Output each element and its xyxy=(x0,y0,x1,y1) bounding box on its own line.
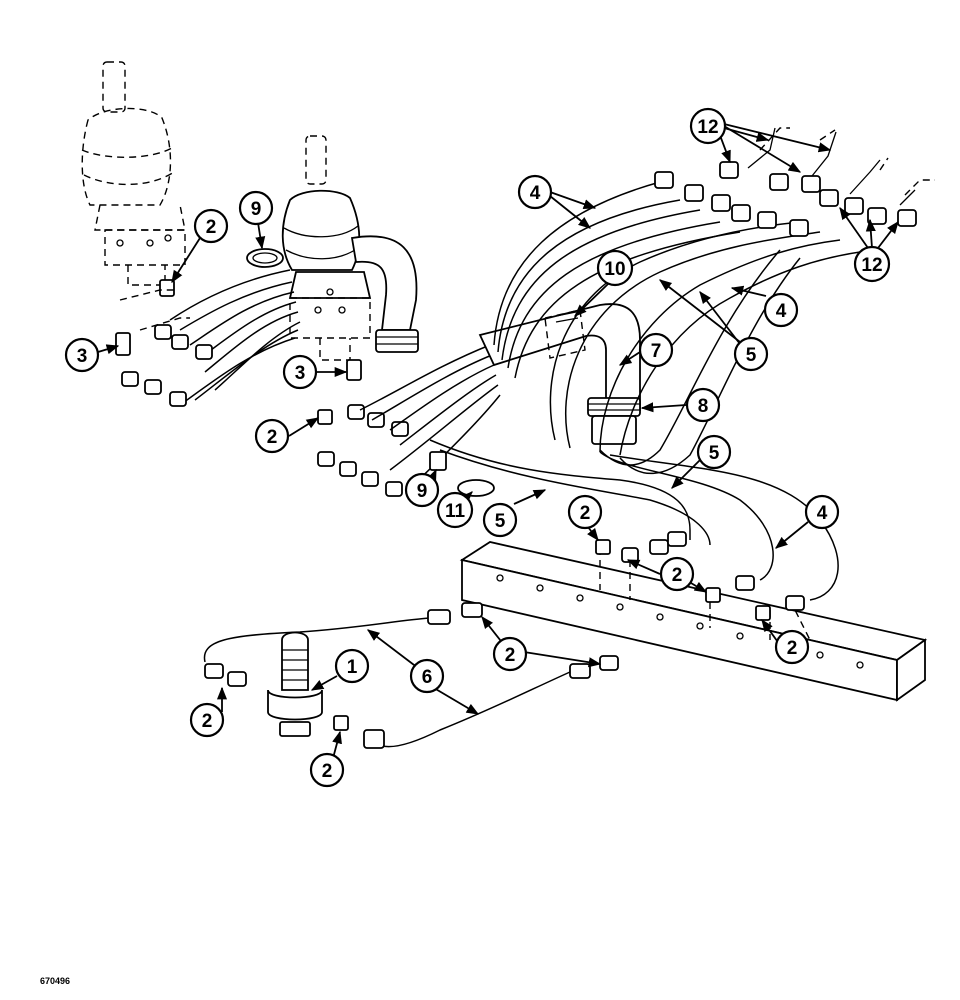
callout-3-center: 3 xyxy=(282,354,318,390)
callout-5-right: 5 xyxy=(696,434,732,470)
callout-12-upper: 12 xyxy=(689,107,727,145)
drawing-id-label: 670496 xyxy=(40,976,71,986)
svg-text:3: 3 xyxy=(295,363,306,384)
svg-text:7: 7 xyxy=(651,341,662,362)
center-joystick-control-valve xyxy=(281,135,419,361)
svg-text:4: 4 xyxy=(776,301,787,322)
left-valve-fittings xyxy=(115,279,213,407)
foot-valve-and-hoses xyxy=(203,602,619,749)
callout-7: 7 xyxy=(638,332,674,368)
callout-9-upper: 9 xyxy=(238,190,274,226)
svg-text:2: 2 xyxy=(322,761,333,782)
svg-text:1: 1 xyxy=(347,657,358,678)
callout-4-upper: 4 xyxy=(517,174,553,210)
callout-11: 11 xyxy=(436,491,474,529)
callout-5-upper: 5 xyxy=(733,336,769,372)
svg-text:2: 2 xyxy=(206,217,217,238)
center-valve-fittings xyxy=(317,359,409,497)
svg-text:6: 6 xyxy=(422,667,433,688)
svg-text:4: 4 xyxy=(817,503,828,524)
svg-text:9: 9 xyxy=(251,199,262,220)
svg-text:12: 12 xyxy=(861,255,882,276)
callout-6: 6 xyxy=(409,658,445,694)
svg-text:2: 2 xyxy=(202,711,213,732)
callout-1: 1 xyxy=(334,648,370,684)
callout-4-right: 4 xyxy=(763,292,799,328)
upper-right-fittings xyxy=(654,127,935,237)
callout-2-lower-left: 2 xyxy=(189,702,225,738)
svg-text:2: 2 xyxy=(505,645,516,666)
callout-10: 10 xyxy=(596,249,634,287)
svg-text:10: 10 xyxy=(604,259,625,280)
manifold-block xyxy=(459,541,928,702)
svg-text:2: 2 xyxy=(267,427,278,448)
leader-lines xyxy=(97,123,899,763)
svg-text:5: 5 xyxy=(495,511,506,532)
callout-2-center-left: 2 xyxy=(254,418,290,454)
callout-2-manifold-top: 2 xyxy=(567,494,603,530)
svg-text:11: 11 xyxy=(445,501,466,522)
left-hose-bundle xyxy=(169,248,301,406)
svg-text:4: 4 xyxy=(530,183,541,204)
callout-5-lower: 5 xyxy=(482,502,518,538)
left-joystick-control-valve xyxy=(81,61,186,286)
callout-2-bottom: 2 xyxy=(309,752,345,788)
svg-text:9: 9 xyxy=(417,481,428,502)
callout-8: 8 xyxy=(685,387,721,423)
svg-text:2: 2 xyxy=(787,638,798,659)
svg-text:12: 12 xyxy=(697,117,718,138)
svg-text:5: 5 xyxy=(709,443,720,464)
upper-right-hoses xyxy=(493,181,861,475)
callout-2-lower-center: 2 xyxy=(492,636,528,672)
svg-text:5: 5 xyxy=(746,345,757,366)
callout-3-left: 3 xyxy=(64,337,100,373)
callout-2-upper-left: 2 xyxy=(193,208,229,244)
callout-2-manifold-right: 2 xyxy=(774,629,810,665)
callout-12-right: 12 xyxy=(853,245,891,283)
callout-9-lower: 9 xyxy=(404,472,440,508)
svg-text:3: 3 xyxy=(77,346,88,367)
callout-4-lower-right: 4 xyxy=(804,494,840,530)
svg-text:2: 2 xyxy=(672,565,683,586)
svg-text:2: 2 xyxy=(580,503,591,524)
callout-2-manifold-middle: 2 xyxy=(659,556,695,592)
svg-text:8: 8 xyxy=(698,396,709,417)
